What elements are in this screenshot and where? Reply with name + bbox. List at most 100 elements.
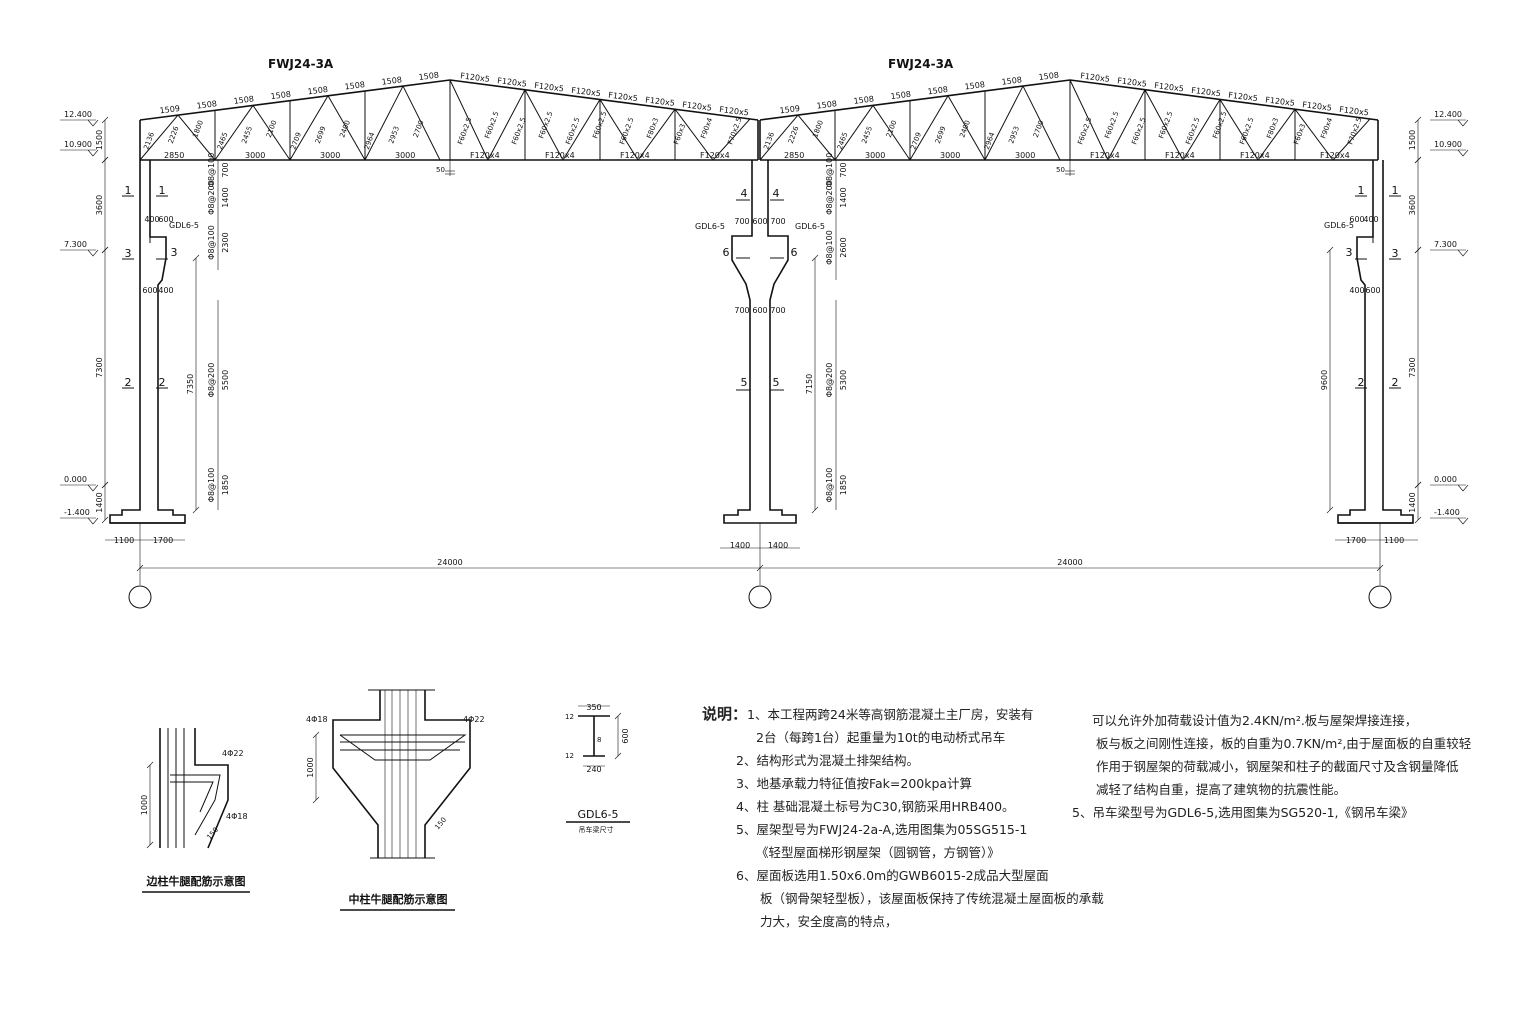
notes-right: 可以允许外加荷载设计值为2.4KN/m².板与屋架焊接连接， 板与板之间刚性连接… — [1072, 709, 1472, 824]
elevation-mark: -1.400 — [60, 508, 99, 525]
detail-title: GDL6-5 — [577, 808, 618, 821]
elevation-value: 12.400 — [1434, 110, 1462, 119]
dim-tick — [1414, 116, 1422, 124]
web-length: 2953 — [387, 125, 401, 144]
truss-web — [327, 95, 366, 161]
dim-label: 9600 — [1320, 370, 1329, 390]
note-line: 1、本工程两跨24米等高钢筋混凝土主厂房，安装有 — [747, 707, 1034, 722]
dim-label: 150 — [205, 826, 220, 841]
elevation-triangle — [1457, 249, 1469, 257]
truss-web — [487, 89, 526, 161]
elevation-value: 0.000 — [1434, 475, 1457, 484]
dim-label: 1400 — [839, 187, 848, 207]
truss-web — [759, 114, 799, 161]
truss-web — [1144, 89, 1184, 161]
dim-label: 1850 — [221, 475, 230, 495]
dim-label: 700 — [734, 306, 749, 315]
truss-web — [562, 99, 601, 161]
note-line: 3、地基承载力特征值按Fak=200kpa计算 — [736, 776, 973, 791]
rebar-spacing: Φ8@100 — [825, 153, 834, 188]
dim-tick — [192, 506, 200, 514]
web-tube: F60x2.5 — [1184, 116, 1201, 145]
elevation-mark: 12.400 — [60, 110, 99, 127]
truss-web — [524, 89, 564, 161]
note-line: 减轻了结构自重，提高了建筑物的抗震性能。 — [1096, 782, 1347, 797]
axis-bubble — [128, 585, 152, 609]
dim-label: 1400 — [1408, 492, 1417, 512]
dim-tick — [756, 564, 764, 572]
truss-top-chord-left — [759, 79, 1071, 121]
dim-tick — [811, 254, 819, 262]
web-tube: F60x2.5 — [483, 110, 500, 139]
web-tube: F90x4 — [699, 116, 714, 139]
web-tube: F60x2.5 — [1076, 116, 1093, 145]
web-tube: F60x2.5 — [1103, 110, 1120, 139]
section-mark: 1 — [159, 184, 166, 197]
rebar-spacing: Φ8@100 — [825, 230, 834, 265]
dim-tick — [614, 752, 622, 760]
elevation-triangle — [1457, 517, 1469, 525]
dim-label: 1000 — [306, 757, 315, 777]
web-length: 2700 — [1032, 119, 1046, 138]
elevation-value: -1.400 — [1434, 508, 1460, 517]
elevation-mark: 12.400 — [1430, 110, 1469, 127]
bar-label: 4Φ22 — [222, 749, 244, 758]
note-line: 5、屋架型号为FWJ24-2a-A,选用图集为05SG515-1 — [736, 822, 1028, 837]
dim-tick — [614, 712, 622, 720]
section-mark: 4 — [741, 187, 748, 200]
dim-label: 1700 — [153, 536, 173, 545]
dim-label: 3600 — [95, 195, 104, 215]
dim-label: 700 — [770, 306, 785, 315]
top-chord-length: 1508 — [270, 90, 291, 101]
notes-heading-row: 说明：1、本工程两跨24米等高钢筋混凝土主厂房，安装有 — [702, 703, 1104, 726]
note-line: 6、屋面板选用1.50x6.0m的GWB6015-2成品大型屋面 — [736, 868, 1049, 883]
elevation-value: 10.900 — [64, 140, 92, 149]
top-chord-tube: F120x5 — [608, 91, 639, 104]
note-line: 板与板之间刚性连接，板的自重为0.7KN/m²,由于屋面板的自重较轻 — [1096, 736, 1472, 751]
notes-left: 说明：1、本工程两跨24米等高钢筋混凝土主厂房，安装有 2台（每跨1台）起重量为… — [702, 703, 1104, 933]
elevation-triangle — [87, 517, 99, 525]
top-chord-length: 1508 — [344, 80, 365, 91]
truss-web — [909, 95, 949, 161]
dim-label: 1100 — [1384, 536, 1404, 545]
section-mark: 1 — [1358, 184, 1365, 197]
column-outline — [723, 160, 797, 524]
dim-tick — [101, 516, 109, 524]
web-length: 2226 — [787, 125, 801, 145]
rebar-spacing: Φ8@200 — [825, 180, 834, 215]
web-tube: F60x2.5 — [1238, 116, 1255, 145]
dim-tick — [101, 246, 109, 254]
dim-label: 700 — [839, 162, 848, 177]
crane-beam-tag: GDL6-5 — [795, 222, 825, 231]
section-mark: 3 — [171, 246, 178, 259]
truss-top-chord-right — [449, 79, 759, 121]
section-mark: 4 — [773, 187, 780, 200]
dim-tick — [146, 761, 154, 769]
elevation-triangle — [87, 119, 99, 127]
truss-web — [1069, 79, 1109, 161]
detail-title: 边柱牛腿配筋示意图 — [146, 874, 246, 888]
web-length: 2700 — [412, 119, 426, 138]
dim-label: 7350 — [186, 374, 195, 394]
dim-tick — [312, 731, 320, 739]
dim-label: 1400 — [221, 187, 230, 207]
section-mark: 5 — [773, 376, 780, 389]
dim-label: 400 — [158, 286, 173, 295]
dim-label: 1400 — [95, 492, 104, 512]
elevation-mark: 0.000 — [60, 475, 99, 492]
dim-label: 600 — [752, 217, 767, 226]
dim-label: 400 — [1363, 215, 1378, 224]
top-chord-length: 1508 — [927, 85, 948, 96]
truss-web — [139, 114, 179, 161]
detail-title: 中柱牛腿配筋示意图 — [349, 892, 448, 906]
elevation-mark: 0.000 — [1430, 475, 1469, 492]
bottom-chord-tube: F120x4 — [1240, 151, 1270, 160]
top-chord-length: 1508 — [196, 99, 217, 110]
top-chord-length: 1508 — [381, 75, 402, 86]
note-line: 2台（每跨1台）起重量为10t的电动桥式吊车 — [756, 730, 1006, 745]
rebar-spacing: Φ8@200 — [207, 180, 216, 215]
web-tube: F60x2.5 — [456, 116, 473, 145]
